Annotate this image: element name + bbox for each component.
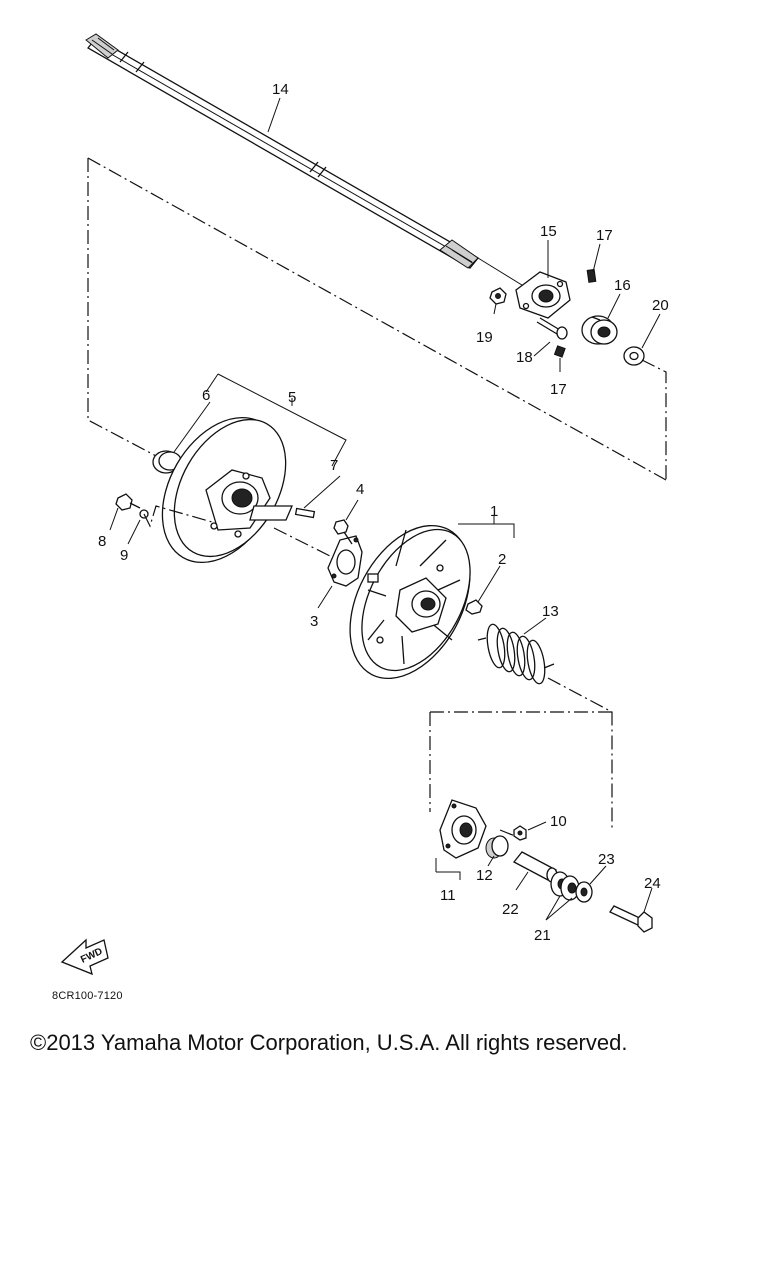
callout-10: 10: [550, 813, 567, 830]
callout-21: 21: [534, 927, 551, 944]
cam-11: [439, 799, 487, 859]
spring-13: [477, 623, 555, 685]
washer-23: [575, 881, 593, 903]
callout-24: 24: [644, 875, 661, 892]
bolt-4: [333, 519, 353, 545]
bearing: [581, 315, 618, 345]
callout-19: 19: [476, 329, 493, 346]
bolt-8: [115, 493, 141, 511]
bolt-18: [536, 317, 568, 340]
callout-8: 8: [98, 533, 106, 550]
callout-16: 16: [614, 277, 631, 294]
assembly-guide-lines-upper: [87, 157, 667, 481]
callout-1: 1: [490, 503, 498, 520]
callout-20: 20: [652, 297, 669, 314]
washer-9: [139, 505, 213, 528]
callout-11: 11: [440, 887, 456, 904]
bearing-housing: [515, 271, 571, 319]
callout-labels: 14 15 17 16 20 19 18 17 6 5 7 4 8 9 1 2 …: [98, 81, 669, 944]
set-screw-top: [586, 268, 597, 283]
callout-15: 15: [540, 223, 557, 240]
secondary-shaft: [85, 33, 531, 291]
bushing-12: [485, 835, 509, 859]
sleeve-22: [513, 851, 558, 883]
exploded-parts-diagram: 14 15 17 16 20 19 18 17 6 5 7 4 8 9 1 2 …: [60, 33, 669, 976]
callout-14: 14: [272, 81, 289, 98]
fwd-arrow-icon: FWD: [60, 938, 109, 976]
assembly-guide-lines-lower: [429, 677, 613, 839]
callout-6: 6: [202, 387, 210, 404]
copyright-notice: ©2013 Yamaha Motor Corporation, U.S.A. A…: [30, 1030, 628, 1055]
callout-12: 12: [476, 867, 493, 884]
callout-2: 2: [498, 551, 506, 568]
set-screw-bottom: [553, 345, 566, 358]
callout-4: 4: [356, 481, 364, 498]
callout-17-top: 17: [596, 227, 613, 244]
drawing-code: 8CR100-7120: [52, 990, 123, 1002]
bolt-24: [609, 905, 653, 933]
callout-23: 23: [598, 851, 615, 868]
pin-7: [294, 507, 316, 519]
callout-13: 13: [542, 603, 559, 620]
washer-20: [623, 346, 645, 366]
fixed-sheave: [161, 416, 293, 564]
movable-sheave: [349, 524, 471, 680]
nut-10: [513, 825, 527, 841]
callout-18: 18: [516, 349, 533, 366]
callout-3: 3: [310, 613, 318, 630]
callout-17-bottom: 17: [550, 381, 567, 398]
leader-lines: [109, 97, 661, 921]
callout-22: 22: [502, 901, 519, 918]
bolt-2: [465, 599, 483, 615]
roller-21: [550, 871, 580, 901]
callout-7: 7: [330, 457, 338, 474]
nut-19: [489, 287, 507, 305]
callout-5: 5: [288, 389, 296, 406]
gasket-3: [273, 527, 363, 587]
callout-9: 9: [120, 547, 128, 564]
